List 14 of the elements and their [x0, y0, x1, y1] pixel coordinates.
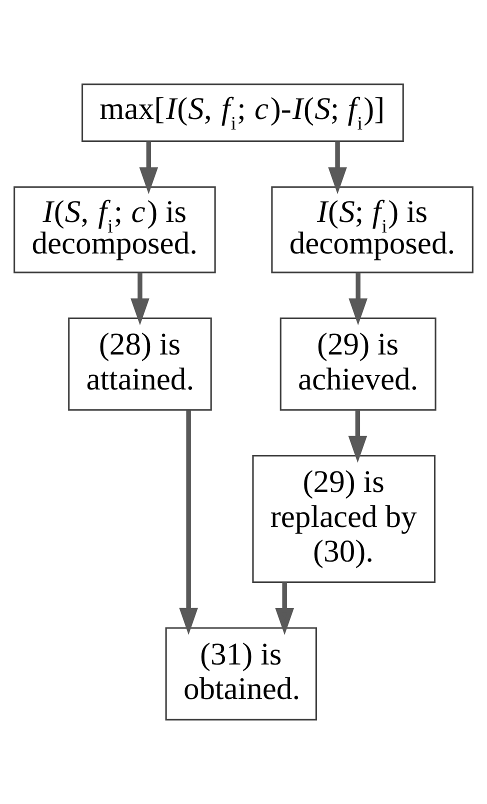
arrow	[348, 410, 368, 463]
node-box: I(S, f$_{i}$; c) is decomposed.	[14, 186, 216, 274]
arrow	[179, 410, 198, 635]
node-box: max[I(S, f$_{i}$; c)-I(S; f$_{i}$)]	[82, 84, 404, 142]
node-box: (29) is achieved.	[280, 317, 436, 411]
arrow	[275, 582, 294, 635]
node-box: (31) is obtained.	[165, 627, 317, 720]
arrow	[139, 142, 158, 194]
arrow	[328, 142, 347, 194]
node-box: (28) is attained.	[68, 317, 212, 411]
arrow	[130, 272, 150, 326]
node-box: (29) is replaced by (30).	[252, 454, 436, 583]
node-box: I(S; f$_{i}$) is decomposed.	[271, 186, 474, 274]
arrow	[348, 272, 368, 326]
